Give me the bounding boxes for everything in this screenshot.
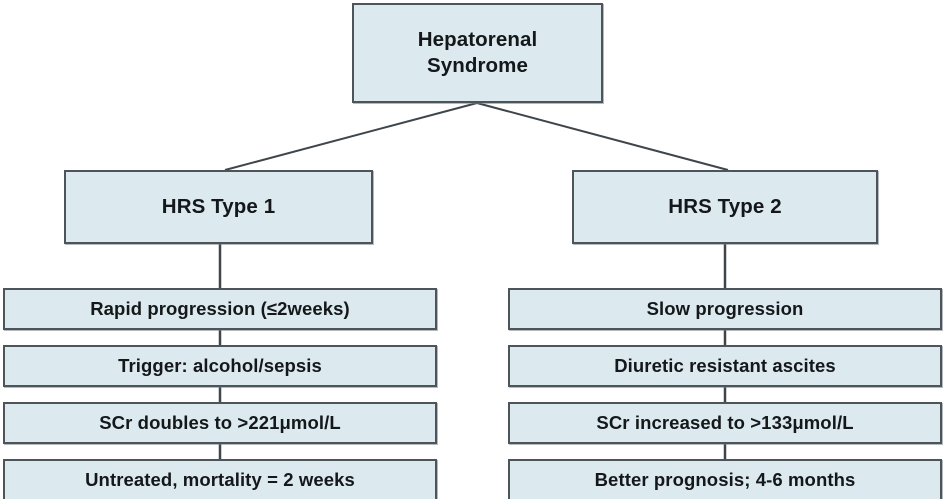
node-type2-detail-2[interactable]: Diuretic resistant ascites [508,345,942,387]
root-node-label-line2: Syndrome [426,54,529,77]
node-type1-detail-4-label: Untreated, mortality = 2 weeks [85,469,355,490]
node-type1-detail-3-label: SCr doubles to >221μmol/L [99,412,341,433]
node-hrs-type-1[interactable]: HRS Type 1 [64,170,373,244]
node-type1-detail-2[interactable]: Trigger: alcohol/sepsis [3,345,437,387]
node-hrs-type-2-label: HRS Type 2 [668,195,782,218]
connector-root-to-type2 [476,102,729,171]
node-type1-detail-1-label: Rapid progression (≤2weeks) [90,298,350,319]
node-hepatorenal-syndrome[interactable]: Hepatorenal Syndrome [352,3,603,103]
node-type1-detail-4[interactable]: Untreated, mortality = 2 weeks [3,459,437,499]
connector-root-to-type1 [224,102,478,171]
node-type1-detail-3[interactable]: SCr doubles to >221μmol/L [3,402,437,444]
root-node-label: Hepatorenal Syndrome [418,27,538,79]
node-type1-detail-1[interactable]: Rapid progression (≤2weeks) [3,288,437,330]
node-hrs-type-2[interactable]: HRS Type 2 [572,170,878,244]
node-hrs-type-1-label: HRS Type 1 [161,195,276,218]
node-type2-detail-3-label: SCr increased to >133μmol/L [596,412,854,433]
node-type2-detail-3[interactable]: SCr increased to >133μmol/L [508,402,942,444]
node-type2-detail-1[interactable]: Slow progression [508,288,942,330]
node-type2-detail-2-label: Diuretic resistant ascites [614,355,836,376]
node-type1-detail-2-label: Trigger: alcohol/sepsis [118,355,322,376]
root-node-label-line1: Hepatorenal [417,27,538,51]
node-type2-detail-4[interactable]: Better prognosis; 4-6 months [508,459,942,499]
node-type2-detail-4-label: Better prognosis; 4-6 months [594,469,856,490]
node-type2-detail-1-label: Slow progression [646,298,804,319]
